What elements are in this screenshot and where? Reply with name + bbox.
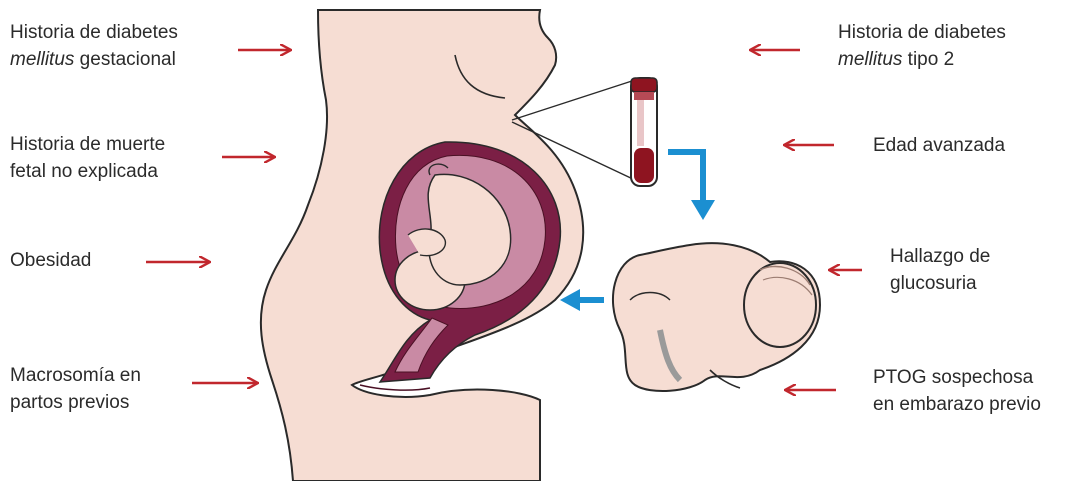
label-t2d-italic: mellitus: [838, 49, 902, 70]
label-gdm-italic: mellitus: [10, 49, 74, 70]
label-fetal-line1: Historia de muerte: [10, 131, 165, 158]
label-glucosuria: Hallazgo de glucosuria: [890, 243, 990, 297]
label-gdm-line2: mellitus gestacional: [10, 46, 178, 73]
label-fetal-line2: fetal no explicada: [10, 158, 165, 185]
label-advanced-age: Edad avanzada: [873, 132, 1005, 159]
pregnant-woman-illustration: [261, 10, 635, 481]
label-gluc-line1: Hallazgo de: [890, 243, 990, 270]
label-age-text: Edad avanzada: [873, 132, 1005, 159]
label-ptog-line1: PTOG sospechosa: [873, 364, 1041, 391]
label-t2d-history: Historia de diabetes mellitus tipo 2: [838, 19, 1006, 73]
label-ptog: PTOG sospechosa en embarazo previo: [873, 364, 1041, 418]
label-gdm-history: Historia de diabetes mellitus gestaciona…: [10, 19, 178, 73]
label-ptog-line2: en embarazo previo: [873, 391, 1041, 418]
label-gluc-line2: glucosuria: [890, 270, 990, 297]
label-obesity: Obesidad: [10, 247, 91, 274]
label-t2d-rest: tipo 2: [902, 49, 954, 70]
label-macro-line1: Macrosomía en: [10, 362, 141, 389]
label-t2d-line2: mellitus tipo 2: [838, 46, 1006, 73]
label-t2d-line1: Historia de diabetes: [838, 19, 1006, 46]
label-obesity-text: Obesidad: [10, 247, 91, 274]
label-macrosomia: Macrosomía en partos previos: [10, 362, 141, 416]
label-fetal-death: Historia de muerte fetal no explicada: [10, 131, 165, 185]
label-gdm-line1: Historia de diabetes: [10, 19, 178, 46]
newborn-illustration: [613, 243, 820, 391]
label-macro-line2: partos previos: [10, 389, 141, 416]
label-gdm-rest: gestacional: [74, 49, 175, 70]
blood-tube-icon: [631, 78, 657, 186]
